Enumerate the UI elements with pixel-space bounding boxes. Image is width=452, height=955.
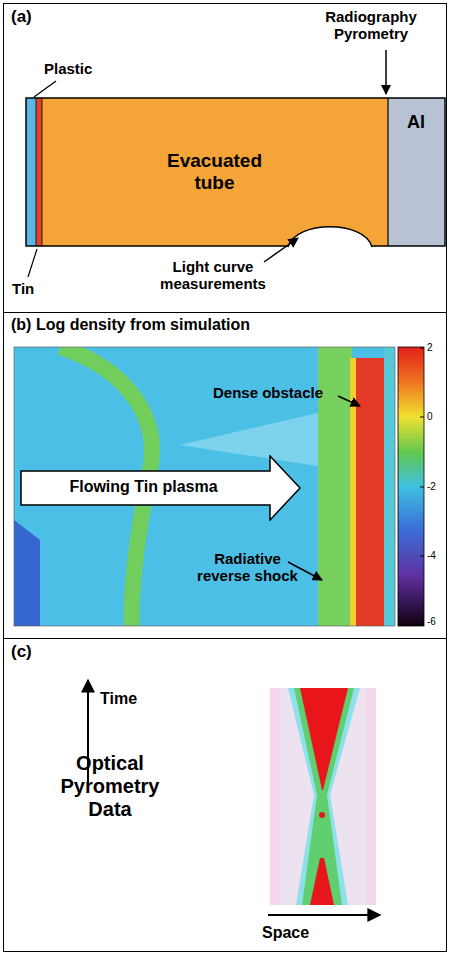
flow-arrow: Flowing Tin plasma — [20, 455, 302, 521]
emission-core — [300, 688, 348, 790]
tick — [420, 487, 424, 488]
layer-divider — [42, 98, 43, 246]
axis-label: Time — [100, 690, 160, 708]
panel-heading: (b) Log density from simulation — [11, 316, 250, 334]
region-label: Al — [407, 112, 425, 133]
shock-band — [318, 347, 352, 626]
tin-layer — [36, 98, 42, 246]
callout-label: Radiative reverse shock — [190, 550, 305, 585]
aluminum-block: Al — [388, 98, 445, 246]
panel-heading: (c) — [11, 642, 32, 662]
part-label: Plastic — [44, 60, 114, 77]
callout-label: Dense obstacle — [213, 384, 343, 401]
pointer-arrow — [338, 396, 360, 406]
panel-caption: Optical Pyrometry Data — [48, 752, 172, 821]
emission-band — [294, 688, 354, 905]
colorbar-tick: -2 — [427, 481, 447, 493]
image-frame — [14, 347, 395, 626]
tick — [420, 556, 424, 557]
tick — [420, 625, 424, 626]
pyrometry-image — [270, 688, 376, 905]
pointer-arrow — [385, 50, 387, 94]
pointer-arrow — [264, 238, 298, 262]
tick — [420, 417, 424, 418]
panel-heading: (a) — [11, 7, 32, 27]
arrow-outline — [21, 456, 300, 520]
emission-spot — [319, 812, 325, 818]
axis-label: Space — [262, 924, 342, 942]
plasma-background — [14, 347, 395, 626]
simulation-image — [14, 347, 395, 626]
image-edge — [270, 688, 280, 905]
layer-divider — [36, 98, 37, 246]
color-bar-ticks — [420, 348, 424, 625]
dense-obstacle — [356, 358, 384, 626]
obstacle-edge — [350, 358, 356, 626]
plastic-layer — [26, 98, 36, 246]
leader-line — [34, 81, 56, 97]
image-edge — [366, 688, 376, 905]
obstacle-edge — [384, 347, 395, 626]
colorbar-tick: -6 — [427, 616, 447, 628]
color-bar — [398, 347, 424, 626]
low-density-region — [14, 520, 40, 626]
layer-divider — [387, 98, 388, 246]
light-curve-window — [288, 227, 372, 247]
region-label: Evacuated tube — [157, 150, 272, 194]
figure-panel: (b) Log density from simulationFlowing T… — [3, 312, 447, 639]
axis-arrow — [268, 914, 380, 916]
emission-core — [310, 858, 334, 905]
diagnostic-label: Light curve measurements — [148, 258, 278, 293]
colorbar-tick: 2 — [427, 342, 447, 354]
target-outline — [26, 98, 445, 246]
leader-line — [28, 249, 37, 277]
colorbar-tick: -4 — [427, 550, 447, 562]
part-label: Tin — [12, 280, 52, 297]
diagnostic-label: Radiography Pyrometry — [296, 8, 446, 43]
aluminum-fill — [388, 98, 445, 246]
tube-fill — [42, 98, 388, 246]
colorbar-tick: 0 — [427, 411, 447, 423]
tick — [420, 348, 424, 349]
emission-halo — [288, 688, 360, 905]
arrow-label: Flowing Tin plasma — [69, 478, 217, 496]
tube-region: Evacuated tube — [42, 98, 388, 246]
